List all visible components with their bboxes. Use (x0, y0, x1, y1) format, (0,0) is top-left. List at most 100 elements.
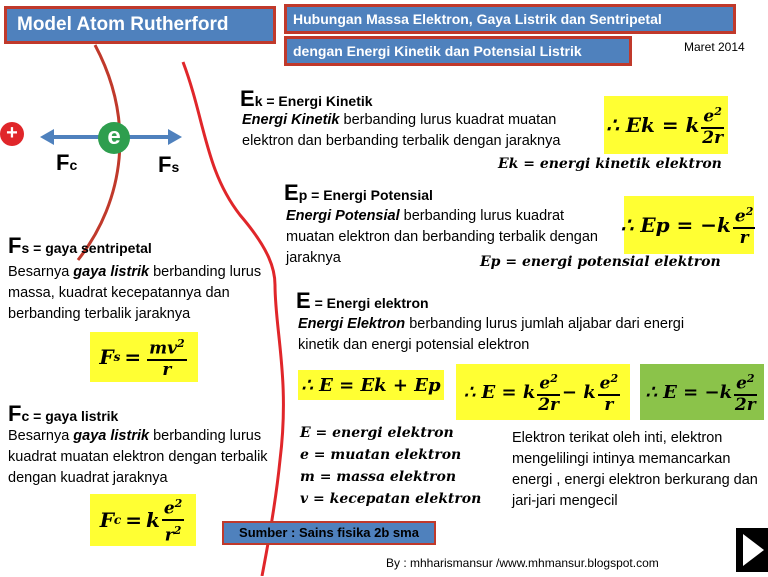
e-heading: E = Energi elektron (296, 288, 429, 314)
e-formula2-text: ∴ E = k (463, 381, 536, 403)
ep-desc-em: Energi Potensial (286, 208, 400, 224)
fs-label-main: F (158, 152, 172, 177)
e-formula2-den: 2r (538, 394, 559, 415)
e-desc-em: Energi Elektron (298, 316, 406, 332)
legend-item: e = muatan elektron (300, 447, 462, 463)
ek-heading-rest: k = Energi Kinetik (254, 93, 373, 109)
fs-heading: Fs = gaya sentripetal (8, 233, 152, 259)
legend-item: m = massa elektron (300, 469, 457, 485)
ep-formula-num: e (734, 206, 746, 227)
e-formula2-num: e (539, 373, 551, 394)
conclusion-text: Elektron terikat oleh inti, elektron men… (512, 430, 758, 509)
fc-formula-num: e (163, 499, 175, 519)
electron-icon: e (98, 122, 130, 154)
fs-formula-num: mv (149, 338, 177, 359)
ep-caption: Ep = energi potensial elektron (480, 254, 721, 270)
e-formula3-text: ∴ E = −k (645, 381, 733, 403)
fc-formula-lhs: F (99, 508, 114, 532)
fs-formula-lhs: F (99, 345, 114, 369)
fc-desc-em: gaya listrik (73, 428, 150, 444)
e-formula-final: ∴ E = −k e2 2r (640, 364, 764, 420)
fc-heading-rest: c = gaya listrik (21, 408, 119, 424)
fs-label: Fs (158, 152, 179, 178)
play-arrow-icon (743, 534, 764, 566)
e-formula2-fraction-b: e2 r (597, 369, 621, 415)
source-label: Sumber : Sains fisika 2b sma (222, 521, 436, 545)
fs-formula-lhs-sub: s (113, 350, 121, 364)
fs-formula-den: r (162, 359, 172, 380)
date-label: Maret 2014 (684, 40, 745, 54)
ek-desc-post: berbanding lurus kuadrat muatan elektron… (242, 112, 561, 149)
ep-heading-rest: p = Energi Potensial (298, 187, 433, 203)
fc-formula-lhs-sub: c (113, 513, 122, 527)
ek-formula-den: 2r (702, 127, 724, 148)
e-heading-rest: = Energi elektron (310, 295, 429, 311)
ep-formula-num-sup: 2 (745, 205, 754, 219)
fs-heading-main: F (8, 233, 22, 258)
ek-formula-fraction: e2 2r (701, 102, 724, 148)
e-formula2-num-sup: 2 (550, 372, 558, 386)
fs-desc-pre: Besarnya (8, 264, 74, 280)
fc-desc-post: berbanding lurus kuadrat muatan elektron… (8, 428, 268, 486)
energy-divider-curve (181, 61, 285, 576)
fc-formula-num-sup: 2 (174, 497, 183, 511)
fc-formula-k: k (145, 508, 160, 532)
e-formula-sum: ∴ E = Ek + Ep (298, 370, 444, 400)
e-heading-main: E (296, 288, 311, 313)
fc-heading-main: F (8, 401, 22, 426)
e-formula2b-den: r (604, 394, 614, 415)
e-formula3-num: e (736, 373, 747, 394)
fs-description: Besarnya gaya listrik berbanding lurus m… (8, 262, 278, 325)
ep-heading-main: E (284, 180, 299, 205)
symbol-legend: E = energi elektron e = muatan elektron … (300, 422, 481, 510)
next-slide-button[interactable] (736, 528, 768, 572)
fc-label: Fc (56, 150, 77, 176)
e-formula2b-num: e (599, 373, 611, 394)
ep-desc-post: berbanding lurus kuadrat muatan elektron… (286, 208, 598, 266)
fs-desc-post: berbanding lurus massa, kuadrat kecepata… (8, 264, 262, 322)
legend-item: E = energi elektron (300, 425, 454, 441)
ek-formula-num-sup: 2 (714, 105, 722, 119)
fs-arrow-head (168, 129, 182, 145)
electron-orbit-curve (76, 44, 122, 261)
ep-formula-fraction: e2 r (732, 202, 756, 248)
ek-description: Energi Kinetik berbanding lurus kuadrat … (242, 110, 572, 152)
fc-desc-pre: Besarnya (8, 428, 74, 444)
fc-description: Besarnya gaya listrik berbanding lurus k… (8, 426, 270, 489)
fs-formula-num-sup: 2 (176, 337, 185, 351)
ep-formula-text: ∴ Ep = −k (620, 213, 731, 237)
e-description: Energi Elektron berbanding lurus jumlah … (298, 314, 728, 356)
fs-heading-rest: s = gaya sentripetal (21, 240, 152, 256)
ek-caption: Ek = energi kinetik elektron (498, 156, 722, 172)
fc-label-main: F (56, 150, 70, 175)
fs-desc-em: gaya listrik (73, 264, 150, 280)
fc-formula-den-sup: 2 (173, 524, 182, 537)
ek-formula: ∴ Ek = k e2 2r (604, 96, 728, 154)
footer-credit: By : mhharismansur /www.mhmansur.blogspo… (386, 556, 659, 570)
ek-heading-main: E (240, 86, 255, 111)
ep-formula: ∴ Ep = −k e2 r (620, 196, 756, 254)
fc-arrow-head (40, 129, 54, 145)
e-formula2b-num-sup: 2 (610, 372, 619, 386)
e-formula3-den: 2r (734, 394, 756, 415)
fc-heading: Fc = gaya listrik (8, 401, 118, 427)
e-formula2-mid: − k (561, 381, 596, 403)
ek-desc-em: Energi Kinetik (242, 112, 340, 128)
ek-heading: Ek = Energi Kinetik (240, 86, 373, 112)
ep-heading: Ep = Energi Potensial (284, 180, 433, 206)
e-formula3-fraction: e2 2r (734, 369, 757, 415)
ek-formula-text: ∴ Ek = k (606, 113, 700, 137)
fc-formula-den: r (164, 525, 174, 546)
e-desc-post: berbanding lurus jumlah aljabar dari ene… (298, 316, 685, 353)
e-formula3-num-sup: 2 (746, 372, 755, 386)
ek-formula-num: e (703, 106, 715, 127)
nucleus-icon: + (0, 122, 24, 146)
subtitle-line-1: Hubungan Massa Elektron, Gaya Listrik da… (284, 4, 736, 34)
fs-label-sub: s (171, 159, 180, 175)
ep-formula-den: r (739, 227, 749, 248)
